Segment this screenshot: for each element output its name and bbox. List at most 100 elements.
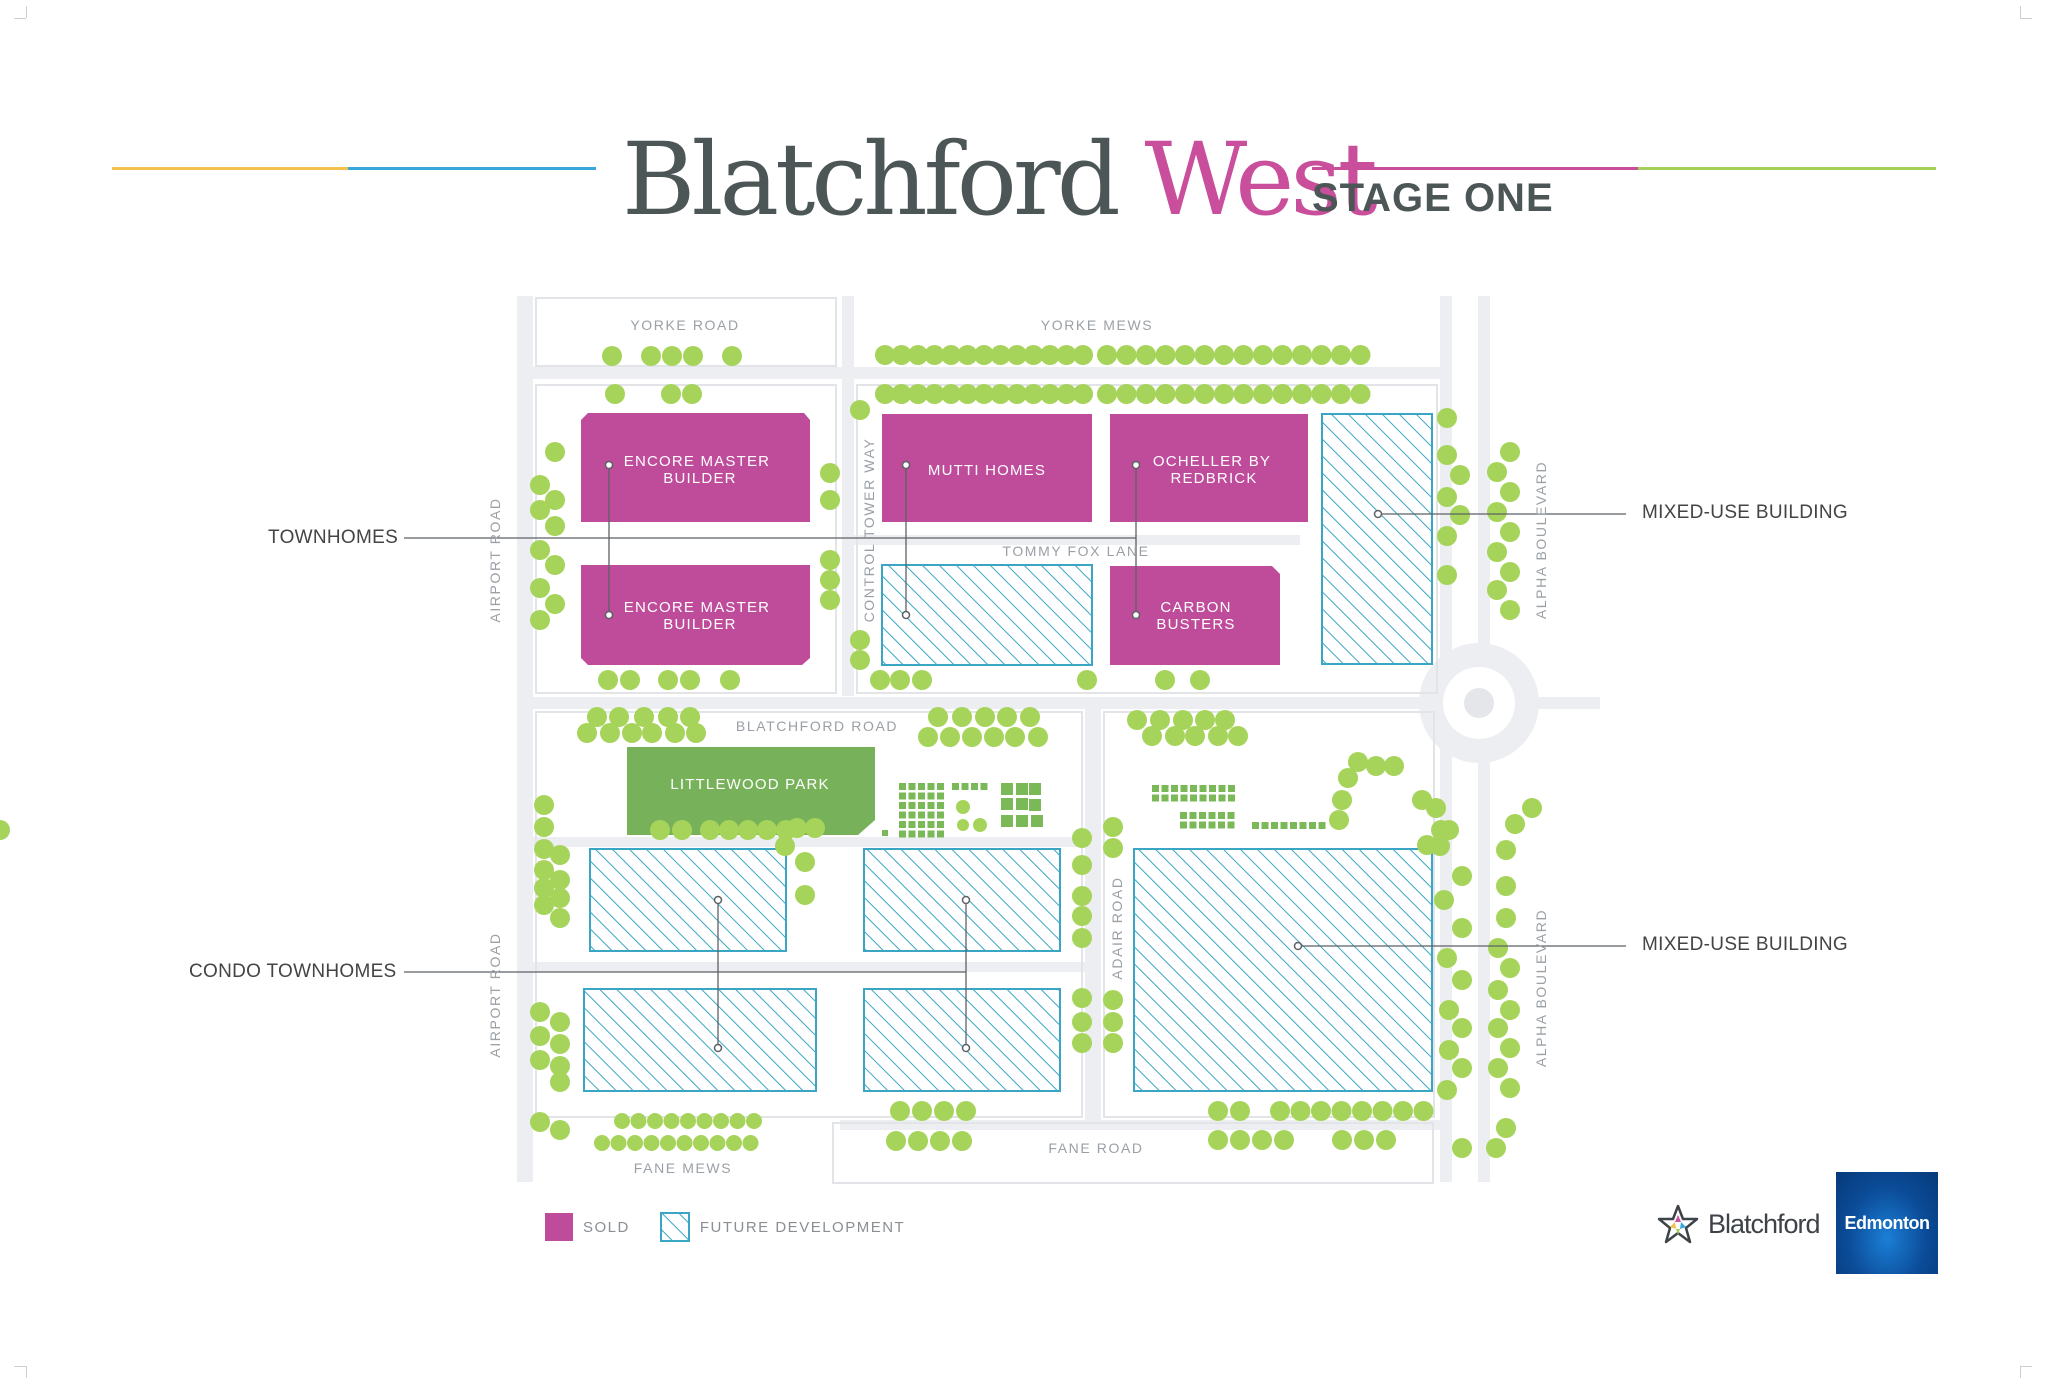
tree (530, 475, 550, 495)
tree (1439, 820, 1459, 840)
garden-bed (1280, 822, 1288, 829)
blatchford-star-icon (1657, 1204, 1699, 1244)
leader-dot (1373, 509, 1383, 519)
crop-mark-top-right (2020, 18, 2032, 19)
tree (941, 345, 961, 365)
tree (643, 1135, 660, 1151)
garden-bed (961, 783, 969, 790)
tree (738, 820, 758, 840)
tree (957, 819, 969, 831)
map-legend: SOLD FUTURE DEVELOPMENT (545, 1212, 935, 1242)
tree (662, 346, 682, 366)
tree (957, 345, 978, 365)
tree (1253, 345, 1273, 365)
tree (941, 384, 961, 404)
lot-mutti-homes[interactable] (882, 414, 1092, 522)
lot-ocheller[interactable] (1110, 414, 1308, 522)
garden-bed (1190, 785, 1197, 792)
garden-bed (937, 802, 944, 809)
garden-bed (1016, 783, 1028, 795)
tree (1136, 345, 1156, 365)
tree (1007, 384, 1027, 404)
tree (1496, 1118, 1516, 1138)
tree (614, 1113, 630, 1129)
future-lot (863, 988, 1061, 1092)
street-label-yorke-road: YORKE ROAD (630, 317, 739, 333)
tree (1072, 1033, 1092, 1053)
garden-bed (1001, 815, 1013, 827)
tree (634, 707, 654, 727)
tree (820, 463, 840, 483)
tree (550, 1072, 570, 1092)
street-label-yorke-mews: YORKE MEWS (1041, 317, 1153, 333)
garden-bed (1218, 812, 1225, 819)
tree (1040, 384, 1060, 404)
tree (1072, 928, 1092, 948)
tree (850, 630, 870, 650)
tree (1155, 345, 1176, 365)
tree (1452, 1138, 1472, 1158)
tree (1430, 836, 1450, 856)
tree (722, 346, 742, 366)
leader-dot (1131, 610, 1141, 620)
tree (650, 820, 670, 840)
tree (1496, 840, 1516, 860)
garden-bed (927, 811, 935, 819)
tree (550, 845, 570, 865)
title-rule-yellow (112, 167, 348, 170)
garden-bed (908, 792, 916, 800)
tree (598, 670, 618, 690)
tree (1194, 345, 1215, 365)
tree (820, 490, 840, 510)
tree (1500, 958, 1520, 978)
yorke-road-band (533, 367, 1443, 379)
tree (709, 1135, 726, 1151)
garden-bed (1152, 785, 1159, 792)
garden-bed (927, 783, 935, 790)
tree (1450, 505, 1470, 525)
tree (550, 1034, 570, 1054)
tree (680, 707, 700, 727)
tree (1488, 1058, 1508, 1078)
tree (676, 1135, 693, 1151)
garden-bed (1318, 822, 1326, 829)
tree (534, 795, 554, 815)
garden-bed (1299, 822, 1307, 829)
tree (1155, 670, 1175, 690)
tree (1214, 345, 1234, 365)
garden-bed (1227, 821, 1235, 829)
tree (545, 490, 565, 510)
tree (1195, 710, 1215, 730)
tree (924, 384, 945, 404)
tree (1488, 980, 1508, 1000)
tree (665, 723, 685, 743)
garden-bed (927, 802, 935, 809)
tree (729, 1113, 746, 1129)
tree (1072, 828, 1092, 848)
crop-mark-bottom-right (2020, 1366, 2021, 1378)
crop-mark-top-left (14, 18, 26, 19)
garden-bed (1261, 822, 1269, 829)
tree (757, 820, 777, 840)
garden-bed (1029, 799, 1041, 811)
tree (545, 442, 565, 462)
tree (1103, 817, 1123, 837)
tree (609, 707, 629, 727)
tree (1452, 866, 1472, 886)
crop-mark-top-left (26, 6, 27, 18)
tree (696, 1113, 713, 1129)
tree (630, 1113, 647, 1129)
tree (1352, 1101, 1372, 1121)
tree (974, 345, 994, 365)
lot-label-line: ENCORE MASTER (624, 599, 770, 616)
garden-bed (899, 821, 906, 828)
tree (550, 908, 570, 928)
control-tower-way (842, 296, 854, 696)
legend-sold-label: SOLD (583, 1218, 630, 1236)
tree (891, 384, 912, 404)
street-label-tommy-fox-lane: TOMMY FOX LANE (1002, 543, 1149, 559)
legend-future-swatch (659, 1212, 690, 1242)
tree (1487, 502, 1507, 522)
